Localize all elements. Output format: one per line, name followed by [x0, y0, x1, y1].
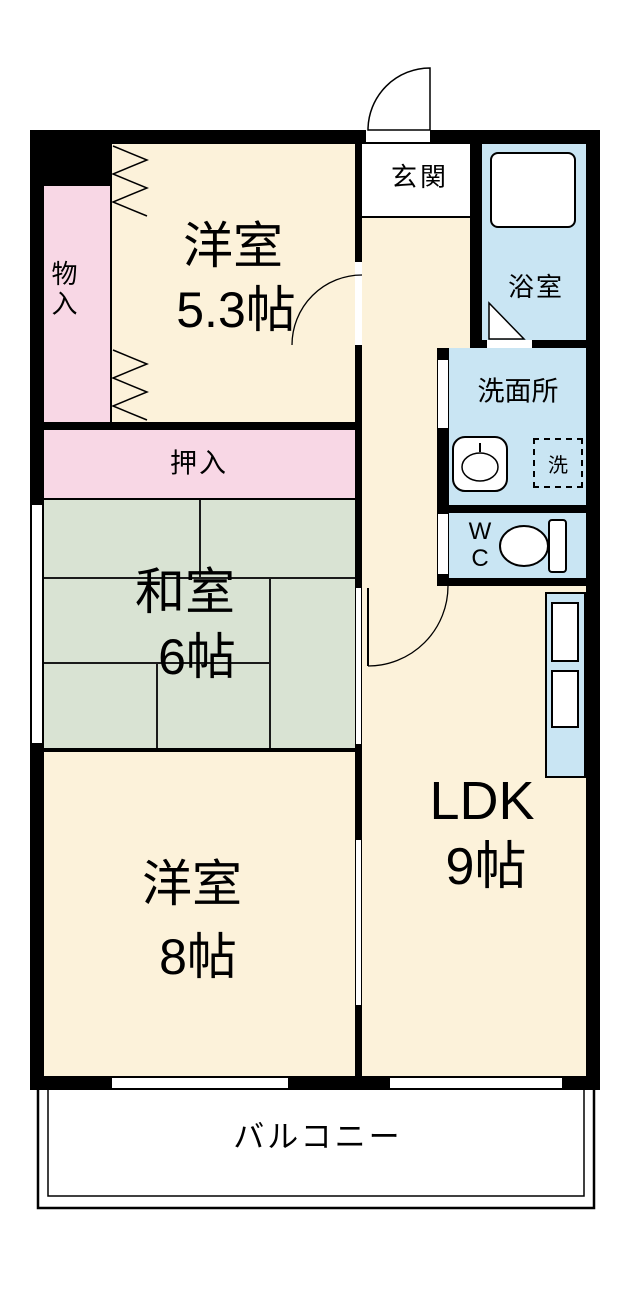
door-opening-bathroom: [487, 340, 532, 348]
tatami-line: [44, 662, 271, 664]
room-western-8: [44, 752, 355, 1076]
entrance-opening: [366, 130, 430, 142]
door-opening-western-5-3: [355, 262, 362, 345]
sliding-door-japanese-room: [356, 588, 361, 744]
room-western-5-3: [112, 144, 355, 422]
label-bathroom: 浴室: [507, 272, 565, 302]
label-storage: 物入: [48, 260, 78, 320]
label-balcony: バルコニー: [233, 1119, 403, 1155]
label-japanese-name: 和室: [135, 564, 235, 620]
closet-accordion-door-icon: [111, 145, 149, 421]
label-western-5-3-name: 洋室: [183, 218, 283, 274]
sink-icon: [452, 436, 508, 492]
sliding-door-western-8: [356, 840, 361, 1005]
label-genkan: 玄関: [390, 162, 450, 192]
hall-ldk-door-icon: [367, 585, 449, 667]
window-south-bedroom: [112, 1078, 288, 1088]
washing-machine-space-icon: 洗: [533, 438, 583, 488]
label-toilet: W C: [468, 518, 492, 572]
room-storage: [44, 186, 110, 422]
kitchen-sink-icon: [551, 602, 579, 662]
label-ldk-size: 9帖: [445, 838, 527, 896]
bathtub-icon: [490, 152, 576, 228]
window-west: [32, 505, 42, 743]
window-south-ldk: [390, 1078, 562, 1088]
label-closet: 押入: [170, 448, 228, 479]
hallway-lower: [362, 348, 437, 586]
balcony-railing: [36, 1090, 596, 1210]
kitchen-stove-icon: [551, 670, 579, 728]
tatami-line: [156, 664, 158, 748]
tatami-line: [199, 500, 201, 579]
label-western-8-name: 洋室: [142, 856, 242, 912]
room-genkan: [362, 144, 470, 216]
hallway-upper: [362, 218, 470, 348]
label-western-8-size: 8帖: [159, 929, 237, 985]
toilet-icon: [499, 519, 567, 573]
label-ldk-name: LDK: [429, 771, 535, 831]
room-closet: [44, 430, 355, 498]
door-opening-toilet: [438, 514, 448, 574]
door-opening-washroom: [438, 360, 448, 428]
label-washroom: 洗面所: [477, 376, 559, 407]
label-japanese-size: 6帖: [158, 629, 236, 685]
washer-label: 洗: [548, 454, 568, 477]
bedroom-door-icon: [291, 274, 363, 346]
entrance-door-icon: [367, 67, 431, 131]
label-western-5-3-size: 5.3帖: [176, 282, 296, 338]
bathroom-folding-door-icon: [488, 301, 526, 340]
